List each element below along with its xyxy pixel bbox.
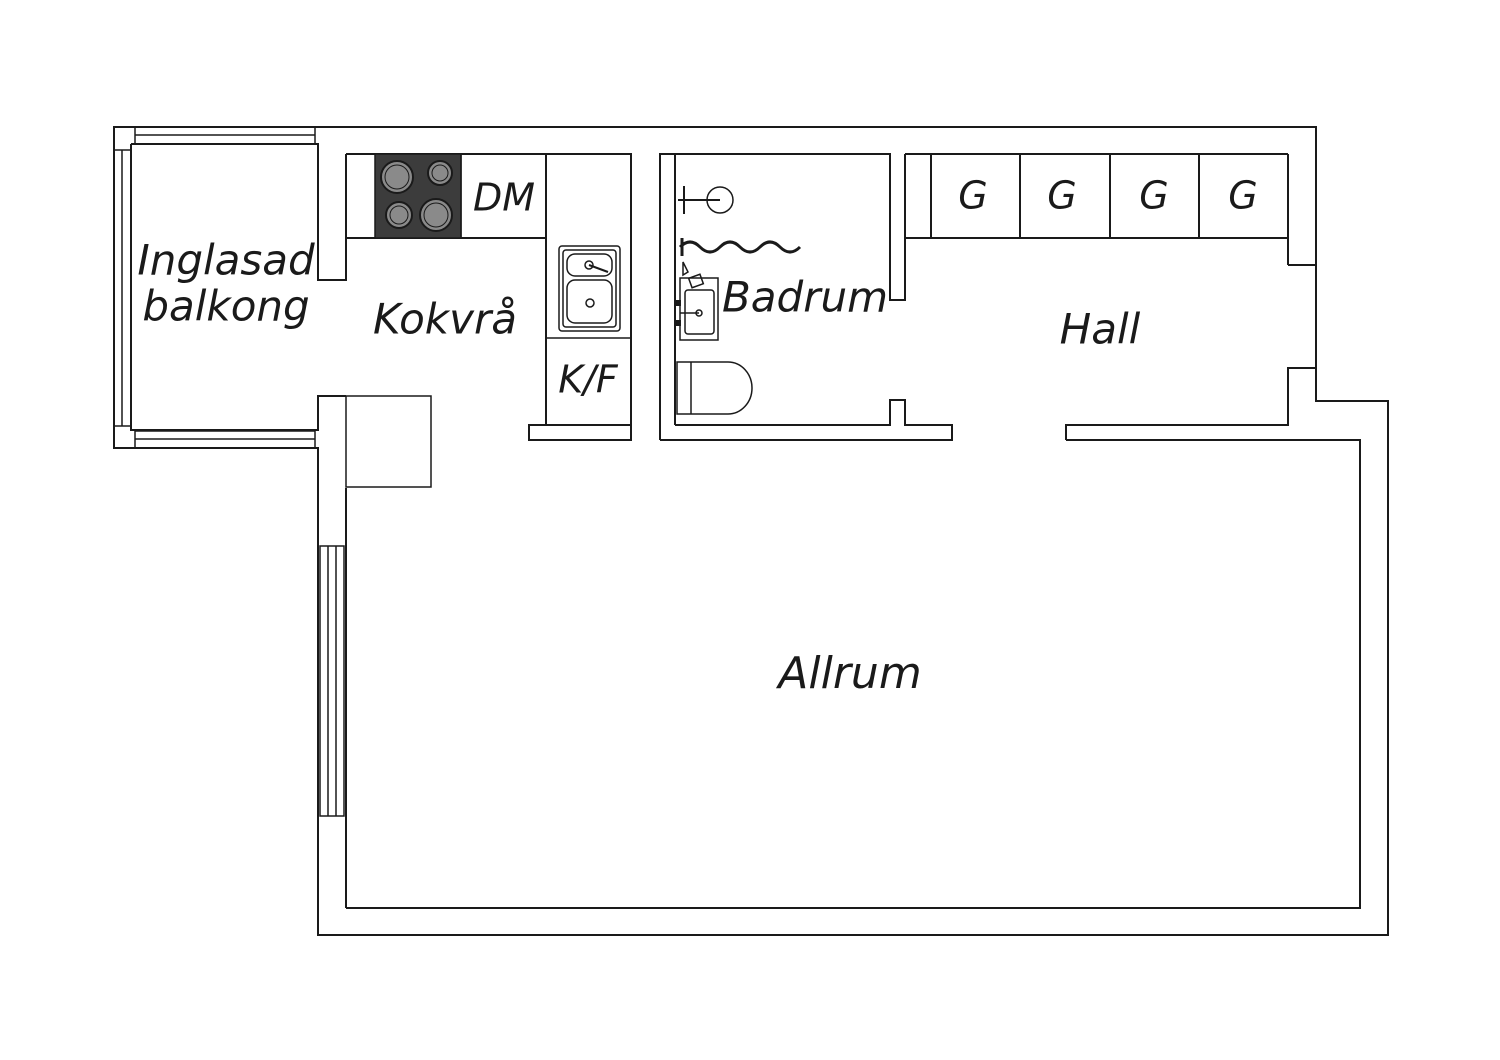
wardrobe-label-3: G xyxy=(1139,174,1168,218)
kitchen-label: Kokvrå xyxy=(373,295,517,344)
wardrobe-label-1: G xyxy=(958,174,987,218)
wardrobe-label-4: G xyxy=(1228,174,1257,218)
dishwasher-label: DM xyxy=(473,176,535,220)
balcony: Inglasad balkong xyxy=(113,126,347,449)
bathroom: Badrum xyxy=(659,153,953,441)
shower-icon xyxy=(678,186,802,256)
sink-icon xyxy=(558,245,621,332)
living-room-label: Allrum xyxy=(775,648,921,699)
hall-label: Hall xyxy=(1060,305,1141,354)
wardrobe-label-2: G xyxy=(1047,174,1076,218)
bathroom-label: Badrum xyxy=(722,273,888,322)
toilet-icon xyxy=(676,361,753,415)
fridge-freezer-label: K/F xyxy=(558,358,619,402)
living-window xyxy=(319,545,345,817)
stove-icon xyxy=(374,153,462,239)
hall: G G G G Hall xyxy=(905,153,1288,354)
washbasin-icon xyxy=(676,261,719,341)
living-room: Allrum xyxy=(775,648,921,699)
kitchen: DM K/F Kokvrå xyxy=(345,153,632,488)
balcony-label-line2: balkong xyxy=(142,282,309,331)
balcony-label-line1: Inglasad xyxy=(137,236,315,285)
